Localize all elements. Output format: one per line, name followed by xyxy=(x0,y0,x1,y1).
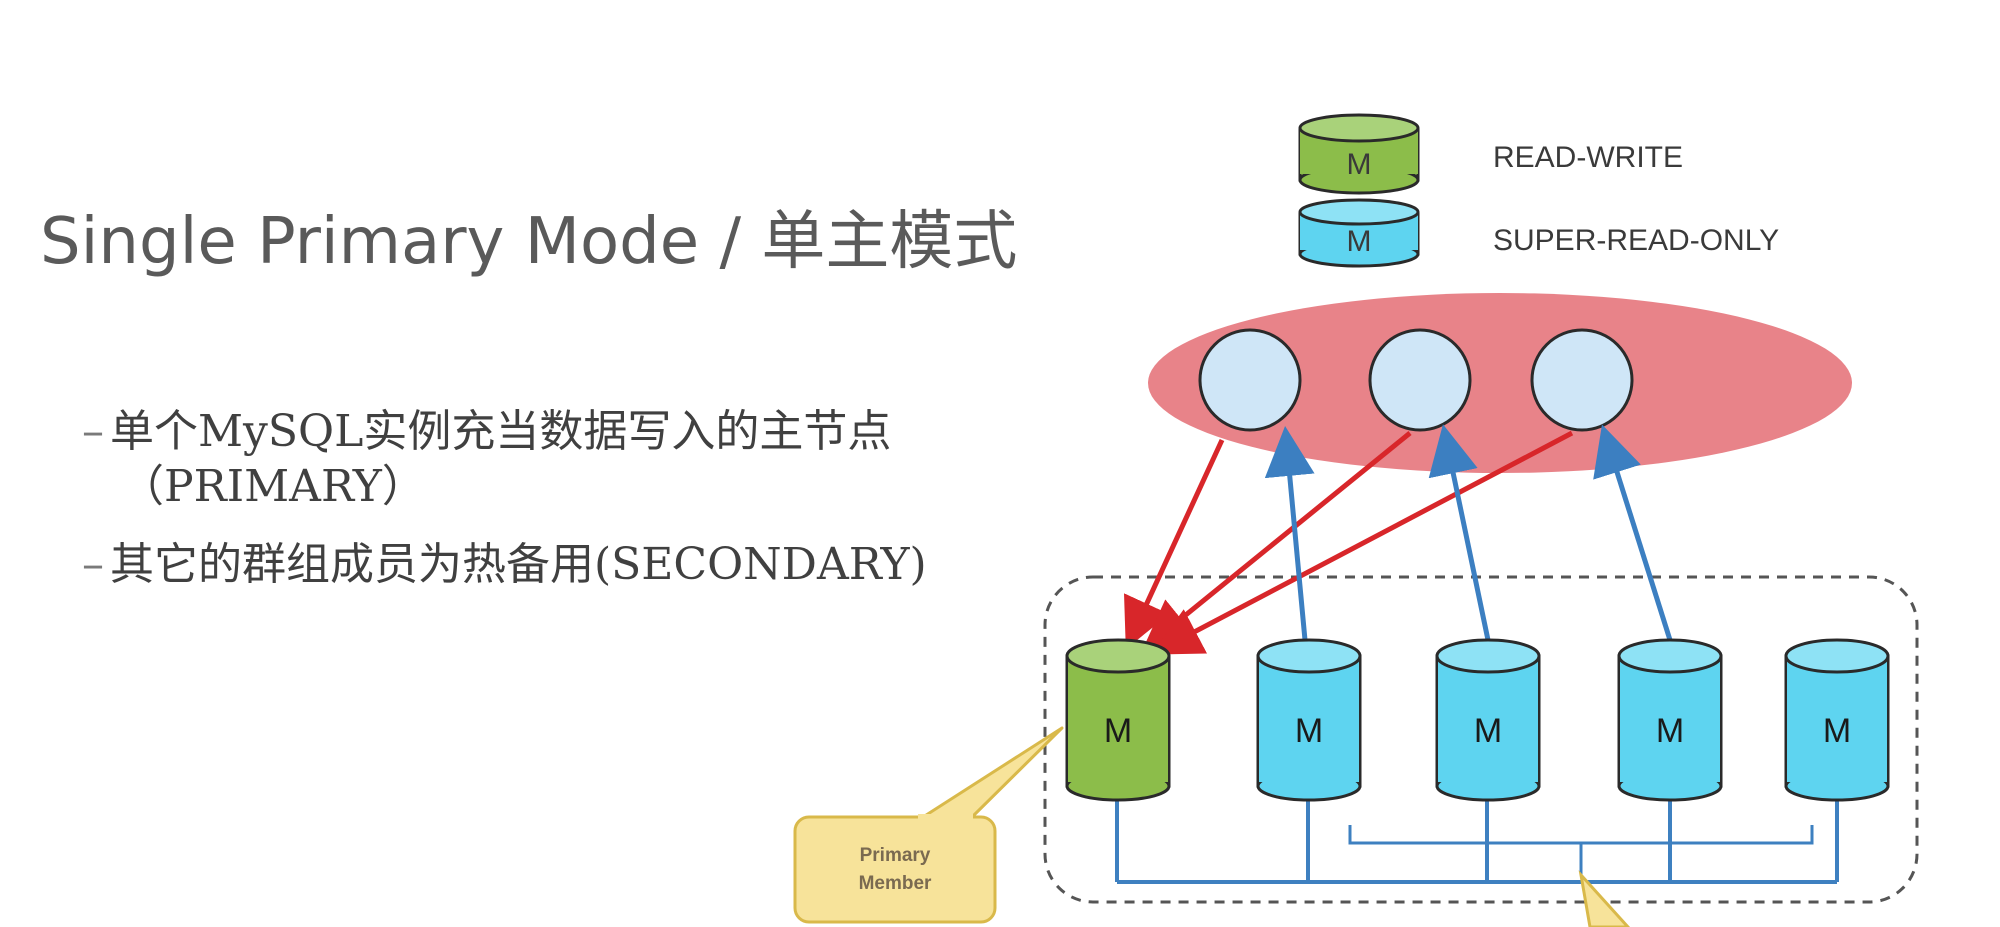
read-arrow xyxy=(1593,424,1673,641)
member-label: M xyxy=(1656,712,1684,750)
member-label: M xyxy=(1823,712,1851,750)
legend-super-read-only: M SUPER-READ-ONLY xyxy=(1298,198,1779,268)
bullet-primary-text: 单个MySQL实例充当数据写入的主节点 xyxy=(110,406,892,457)
member-label: M xyxy=(1474,712,1502,750)
read-arrow xyxy=(1264,426,1315,641)
secondary-callout-tail xyxy=(1578,870,1631,927)
client-node xyxy=(1198,328,1302,432)
member-secondary: M xyxy=(1435,638,1541,802)
write-arrow xyxy=(1142,431,1412,651)
group-boundary xyxy=(1043,575,1919,904)
page-title: Single Primary Mode / 单主模式 xyxy=(40,205,1018,279)
member-label: M xyxy=(1295,712,1323,750)
client-node xyxy=(1368,328,1472,432)
member-label: M xyxy=(1104,712,1132,750)
client-cluster xyxy=(1148,293,1852,473)
legend-read-write: M READ-WRITE xyxy=(1298,113,1683,195)
bullet-primary: –单个MySQL实例充当数据写入的主节点 xyxy=(82,395,891,459)
read-arrow xyxy=(1428,424,1491,641)
member-secondary: M xyxy=(1256,638,1362,802)
member-primary: M xyxy=(1065,638,1171,802)
write-arrow xyxy=(1124,438,1225,650)
callout-line1: Primary xyxy=(860,845,931,866)
legend-read-write-text: READ-WRITE xyxy=(1493,141,1683,174)
bullet-dash: – xyxy=(82,406,104,457)
legend-super-read-only-icon-label: M xyxy=(1347,225,1372,258)
bullet-dash: – xyxy=(82,539,104,590)
legend-super-read-only-icon: M xyxy=(1298,198,1420,268)
client-node xyxy=(1530,328,1634,432)
legend-read-write-icon: M xyxy=(1298,113,1420,195)
callout-line2: Member xyxy=(859,873,932,894)
legend-read-write-icon-label: M xyxy=(1347,148,1372,181)
secondary-bracket xyxy=(1348,825,1814,875)
member-secondary: M xyxy=(1617,638,1723,802)
legend-super-read-only-text: SUPER-READ-ONLY xyxy=(1493,224,1779,257)
bullet-secondary-text: 其它的群组成员为热备用(SECONDARY) xyxy=(110,539,927,590)
primary-member-callout: Primary Member xyxy=(793,726,1064,924)
member-secondary: M xyxy=(1784,638,1890,802)
write-arrow xyxy=(1151,430,1574,655)
group-bus xyxy=(1115,788,1839,884)
bullet-primary-sub: （PRIMARY） xyxy=(120,461,426,512)
bullet-secondary: –其它的群组成员为热备用(SECONDARY) xyxy=(82,528,927,592)
